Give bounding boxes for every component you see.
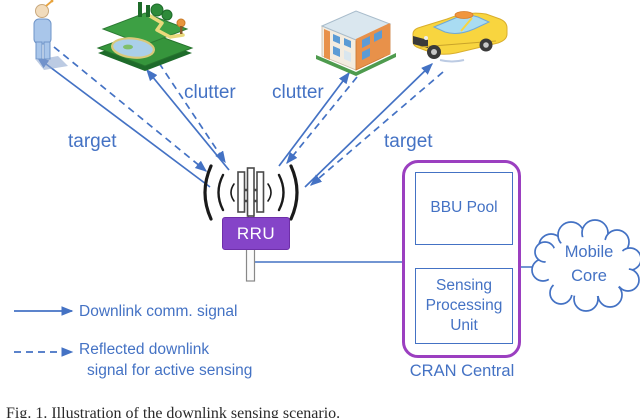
solid-arrow-icon: [14, 306, 74, 316]
legend-solid-label: Downlink comm. signal: [79, 303, 238, 320]
park-clutter-icon: [96, 2, 194, 71]
sensing-processing-unit-box: Sensing Processing Unit: [415, 268, 513, 344]
legend-dashed-line1: Reflected downlink: [79, 341, 210, 358]
mobile-core-label: Mobile Core: [564, 243, 614, 285]
building-clutter-icon: [316, 10, 396, 76]
dashed-arrow-icon: [14, 347, 74, 357]
rru-antenna-icon: [203, 164, 299, 282]
reflected-arrow-person: [53, 46, 208, 172]
figure-caption: Fig. 1. Illustration of the downlink sen…: [6, 405, 341, 418]
cran-central-label: CRAN Central: [409, 362, 515, 380]
rru-box-label: RRU: [236, 223, 276, 243]
bbu-pool-box: BBU Pool: [415, 172, 513, 245]
sensing-processing-unit-label: Sensing Processing Unit: [425, 276, 503, 335]
taxi-icon: [412, 11, 508, 63]
clutter-label-right: clutter: [272, 82, 324, 103]
radio-waves-icon: [203, 164, 299, 221]
target-label-right: target: [384, 131, 433, 152]
reflected-arrow-building: [286, 76, 358, 165]
legend-dashed-line2: signal for active sensing: [87, 361, 253, 379]
clutter-label-left: clutter: [184, 82, 236, 103]
downlink-arrow-person: [36, 57, 211, 188]
target-label-left: target: [68, 131, 117, 152]
signal-arrows: [36, 46, 444, 188]
rru-box: RRU: [222, 217, 290, 250]
person-icon: [33, 0, 68, 70]
downlink-arrow-taxi: [304, 63, 433, 188]
reflected-arrow-park: [158, 62, 226, 164]
reflected-arrow-taxi: [309, 71, 444, 186]
cran-central-box: BBU Pool Sensing Processing Unit: [402, 160, 521, 358]
downlink-arrow-building: [278, 71, 350, 167]
mobile-core-cloud: [531, 219, 640, 312]
bbu-pool-label: BBU Pool: [430, 199, 498, 217]
legend-dashed-label: Reflected downlink signal for active sen…: [79, 340, 252, 382]
